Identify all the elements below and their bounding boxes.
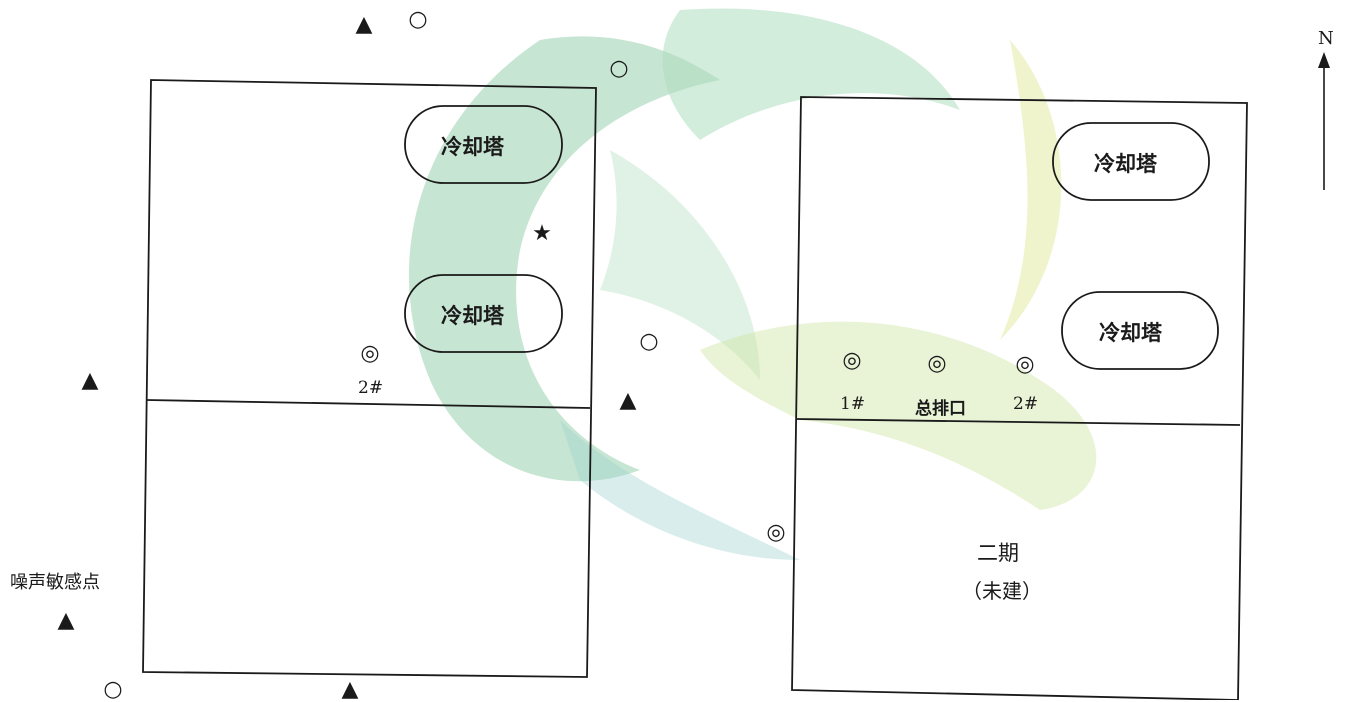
left-tower-1-label: 冷却塔 xyxy=(441,135,504,159)
air-monitor-circle-icon: ○ xyxy=(103,677,123,702)
right-outlet-1-label: 1# xyxy=(840,394,866,414)
left-plant xyxy=(142,79,597,678)
left-cooling-tower-2 xyxy=(404,274,563,353)
left-cooling-tower-1 xyxy=(404,105,563,184)
left-tower-2-label: 冷却塔 xyxy=(441,304,504,328)
right-outlet-2-icon: ◎ xyxy=(1015,352,1035,377)
phase2-status: （未建） xyxy=(962,579,1042,603)
north-arrow xyxy=(1318,52,1330,190)
noise-point-triangle-icon: ▲ xyxy=(341,677,359,702)
star-marker-icon: ★ xyxy=(532,221,552,246)
right-tower-1-label: 冷却塔 xyxy=(1094,152,1157,176)
right-plant-outline xyxy=(791,96,1248,700)
noise-point-triangle-icon: ▲ xyxy=(619,388,637,413)
right-outlet-2-label: 2# xyxy=(1013,394,1039,414)
left-outlet-2-icon: ◎ xyxy=(360,341,380,366)
right-cooling-tower-2 xyxy=(1061,291,1219,370)
north-label: N xyxy=(1318,28,1334,49)
noise-sensitive-label: 噪声敏感点 xyxy=(10,572,100,593)
main-outlet-label: 总排口 xyxy=(915,399,966,419)
air-monitor-circle-icon: ○ xyxy=(408,7,428,32)
watermark-logo xyxy=(408,8,1097,560)
right-outlet-1-icon: ◎ xyxy=(842,348,862,373)
left-plant-outline xyxy=(142,79,597,678)
left-outlet-2-label: 2# xyxy=(358,378,384,398)
noise-sensitive-triangle-icon: ▲ xyxy=(57,608,75,633)
right-tower-2-label: 冷却塔 xyxy=(1099,321,1162,345)
right-plant-divider xyxy=(795,418,1241,426)
right-cooling-tower-1 xyxy=(1052,122,1210,201)
air-monitor-circle-icon: ○ xyxy=(639,329,659,354)
outlet-icon: ◎ xyxy=(766,520,786,545)
noise-point-triangle-icon: ▲ xyxy=(81,368,99,393)
phase2-title: 二期 xyxy=(977,541,1019,565)
air-monitor-circle-icon: ○ xyxy=(609,56,629,81)
noise-point-triangle-icon: ▲ xyxy=(355,12,373,37)
main-outlet-icon: ◎ xyxy=(927,351,947,376)
right-plant xyxy=(791,96,1248,700)
left-plant-divider xyxy=(146,399,591,409)
